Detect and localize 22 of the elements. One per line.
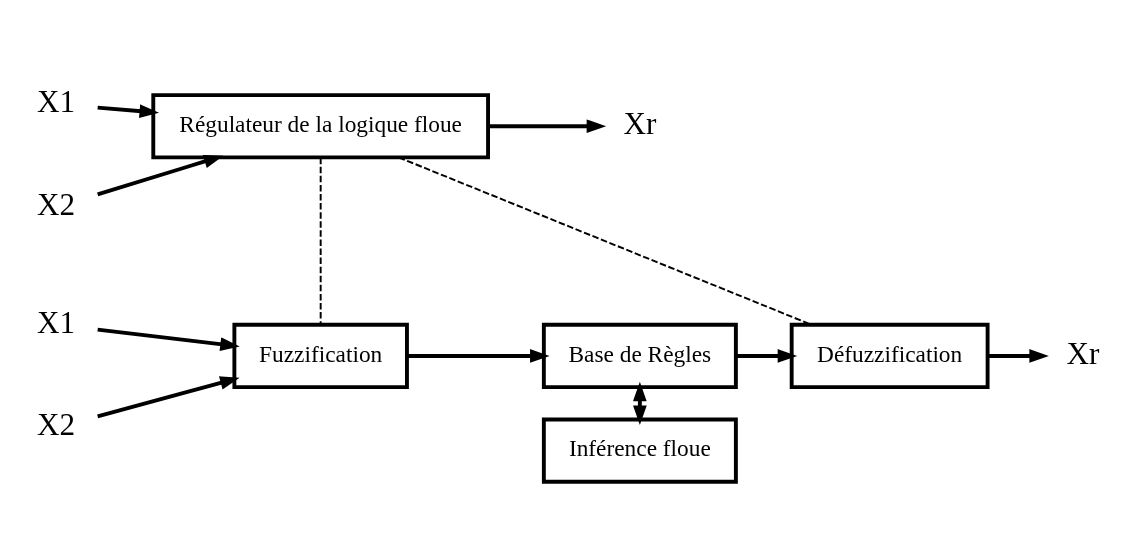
node-box: Fuzzification	[232, 322, 409, 389]
node-box: Régulateur de la logique floue	[151, 92, 490, 159]
arrow	[407, 348, 550, 363]
node-box: Base de Règles	[541, 322, 738, 389]
arrow	[488, 118, 607, 133]
arrow	[97, 154, 224, 196]
node-box: Défuzzification	[789, 322, 990, 389]
arrow	[97, 103, 160, 118]
node-text: X2	[36, 406, 75, 442]
connector	[319, 156, 322, 326]
connector	[397, 156, 813, 326]
arrow	[736, 348, 798, 363]
node-text: Xr	[1066, 335, 1100, 371]
node-text: X2	[36, 186, 75, 222]
node-text: Xr	[623, 105, 657, 141]
node-text: X1	[36, 83, 75, 119]
arrow	[633, 381, 647, 425]
arrow	[97, 327, 240, 351]
node-box: Inférence floue	[541, 417, 738, 484]
arrow	[97, 375, 240, 418]
node-text: X1	[36, 304, 75, 340]
arrow	[988, 348, 1049, 363]
